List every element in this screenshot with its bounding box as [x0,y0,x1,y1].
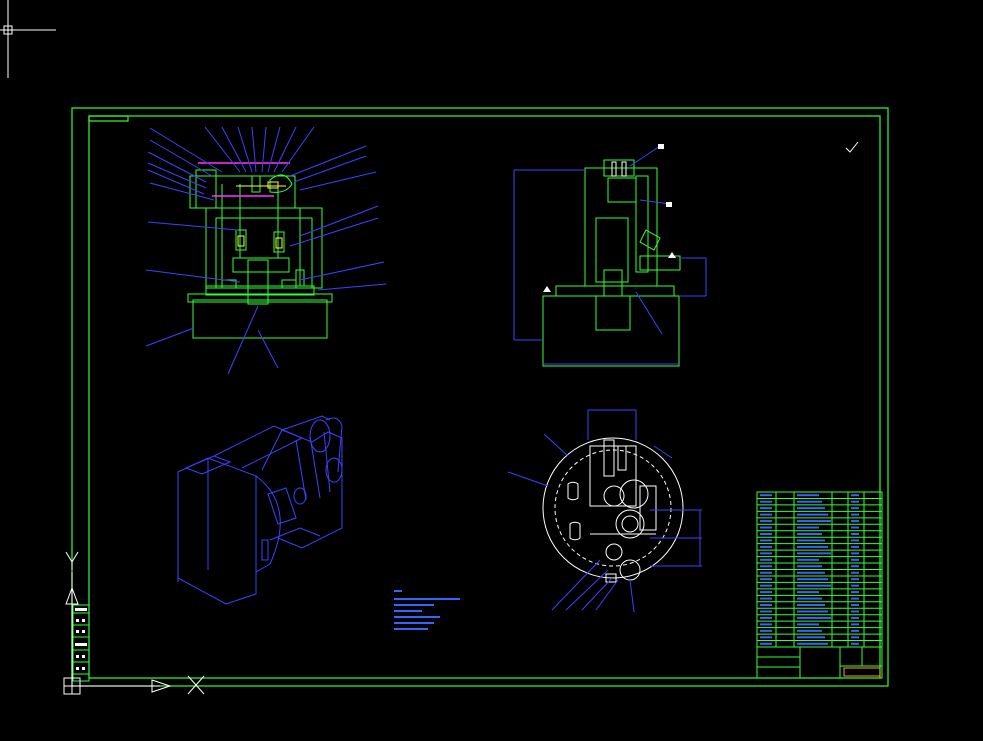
parts-list-cell-text [760,507,772,510]
ucs-axis-icon [63,551,205,695]
parts-list-cell-text [797,642,828,645]
parts-list-cell-text [797,616,831,619]
surface-finish-symbol [845,141,859,153]
parts-list-cell-text [851,571,859,574]
parts-list-cell-text [797,520,831,523]
parts-list-cell-text [797,545,828,548]
parts-list-cell-text [760,500,772,503]
drawing-frame [71,107,889,687]
parts-list-cell-text [851,494,859,497]
circular-view[interactable] [507,409,702,613]
parts-list-cell-text [797,513,828,516]
parts-list-cell-text [851,558,859,561]
title-block [756,646,883,679]
parts-list-cell-text [760,623,772,626]
parts-list-cell-text [797,610,828,613]
parts-list-cell-text [797,571,825,574]
parts-list-cell-text [797,597,822,600]
parts-list-cell-text [760,558,772,561]
side-view-dimensions [513,145,707,365]
parts-list-cell-text [851,604,859,607]
parts-list-cell-text [797,539,825,542]
parts-list-cell-text [760,532,772,535]
parts-list-cell-text [760,552,772,555]
parts-list-cell-text [760,578,772,581]
parts-list-cell-text [851,565,859,568]
parts-list-cell-text [797,565,822,568]
front-view[interactable] [145,126,387,375]
parts-list-cell-text [851,597,859,600]
parts-list-cell-text [851,610,859,613]
side-view[interactable] [513,144,707,367]
parts-list-cell-text [760,591,772,594]
parts-list-cell-text [797,629,822,632]
parts-list-cell-text [851,532,859,535]
binding-strip [72,604,90,682]
parts-list-text [760,494,859,645]
parts-list-cell-text [797,584,831,587]
parts-list-cell-text [851,526,859,529]
parts-list-cell-text [851,629,859,632]
technical-notes [394,590,460,630]
parts-list-cell-text [760,494,772,497]
front-view-leaders [145,126,387,375]
parts-list-cell-text [797,526,819,529]
parts-list-cell-text [851,520,859,523]
parts-list-cell-text [797,507,825,510]
parts-list-cell-text [851,545,859,548]
parts-list-cell-text [760,545,772,548]
parts-list-cell-text [760,539,772,542]
parts-list-cell-text [760,565,772,568]
parts-list-cell-text [851,500,859,503]
parts-list-cell-text [760,642,772,645]
parts-list-cell-text [797,636,825,639]
parts-list [756,491,883,648]
parts-list-cell-text [851,552,859,555]
parts-list-cell-text [760,616,772,619]
parts-list-cell-text [851,507,859,510]
parts-list-cell-text [851,584,859,587]
parts-list-cell-text [760,513,772,516]
isometric-view[interactable] [177,415,343,605]
parts-list-cell-text [851,578,859,581]
parts-list-cell-text [851,539,859,542]
parts-list-cell-text [760,610,772,613]
parts-list-cell-text [797,494,819,497]
parts-list-cell-text [851,513,859,516]
parts-list-cell-text [760,636,772,639]
parts-list-cell-text [851,591,859,594]
parts-list-cell-text [760,520,772,523]
parts-list-cell-text [797,591,819,594]
parts-list-cell-text [797,604,825,607]
parts-list-cell-text [760,604,772,607]
parts-list-cell-text [797,558,819,561]
circular-view-dimensions [507,409,702,613]
parts-list-cell-text [851,616,859,619]
parts-list-cell-text [851,636,859,639]
parts-list-cell-text [760,584,772,587]
parts-list-cell-text [760,629,772,632]
parts-list-cell-text [797,532,822,535]
parts-list-cell-text [797,552,831,555]
parts-list-cell-text [797,500,822,503]
parts-list-cell-text [797,623,819,626]
parts-list-cell-text [760,571,772,574]
parts-list-cell-text [760,597,772,600]
parts-list-cell-text [797,578,828,581]
crosshair-cursor-icon [0,0,56,78]
parts-list-cell-text [851,623,859,626]
parts-list-cell-text [760,526,772,529]
parts-list-cell-text [851,642,859,645]
